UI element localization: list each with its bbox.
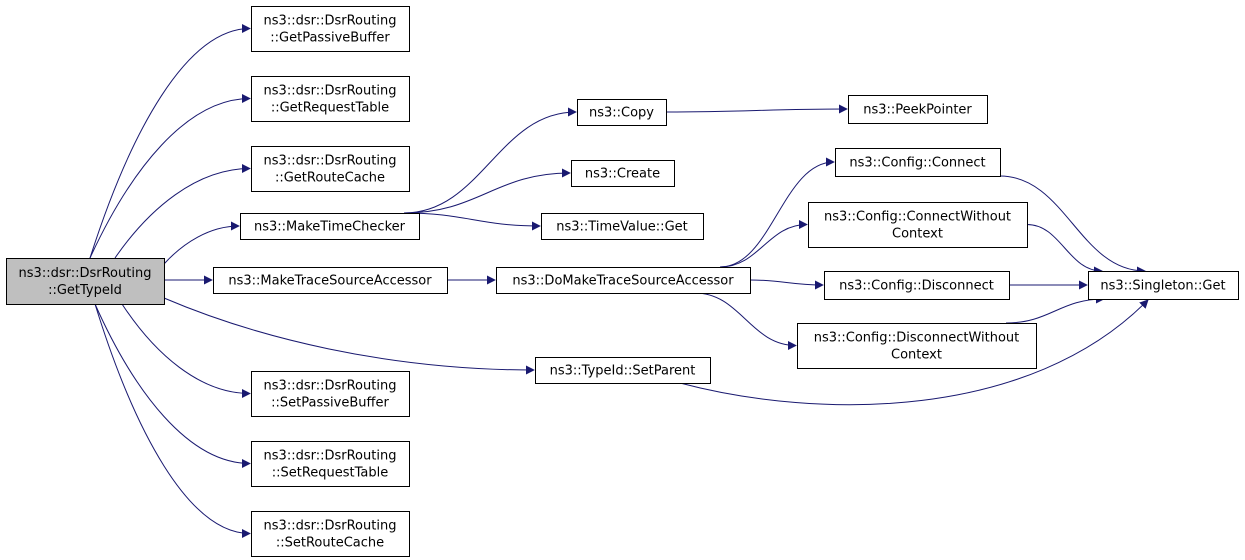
node-peek-pointer[interactable]: ns3::PeekPointer <box>848 95 988 124</box>
node-box <box>1088 271 1239 300</box>
edge-make-time-checker-to-copy <box>403 107 577 214</box>
node-label: Context <box>891 348 942 363</box>
node-label: ::SetRouteCache <box>276 536 384 551</box>
node-config-disconnect[interactable]: ns3::Config::Disconnect <box>824 271 1010 300</box>
node-label: ::SetPassiveBuffer <box>271 396 389 411</box>
edge-root-to-set-request-table <box>94 303 251 468</box>
node-label: ns3::dsr::DsrRouting <box>264 14 397 29</box>
node-box <box>824 271 1010 300</box>
node-box <box>808 202 1028 248</box>
node-label: ns3::TypeId::SetParent <box>550 364 696 379</box>
node-label: ns3::MakeTraceSourceAccessor <box>228 274 432 289</box>
node-label: ns3::dsr::DsrRouting <box>264 84 397 99</box>
node-label: ns3::dsr::DsrRouting <box>264 379 397 394</box>
node-box <box>797 323 1037 369</box>
edge-root-to-get-passive-buffer <box>89 24 251 259</box>
edge-copy-to-peek-pointer <box>665 104 848 114</box>
node-label: Context <box>892 227 943 242</box>
node-box <box>251 371 410 417</box>
edge-make-time-checker-to-time-value-get <box>403 212 541 231</box>
edge-type-id-set-parent-to-singleton-get <box>679 299 1149 406</box>
node-box <box>240 213 420 240</box>
node-box <box>496 267 751 294</box>
node-box <box>571 160 675 187</box>
node-label: ns3::PeekPointer <box>863 103 972 118</box>
node-label: ::GetTypeId <box>48 283 122 298</box>
node-box <box>251 76 410 122</box>
edge-config-connect-without-context-to-singleton-get <box>1026 224 1103 276</box>
edge-do-make-trace-source-accessor-to-config-disconnect-without-context <box>694 292 797 350</box>
node-label: ns3::dsr::DsrRouting <box>264 519 397 534</box>
node-set-route-cache[interactable]: ns3::dsr::DsrRouting::SetRouteCache <box>251 511 410 557</box>
node-box <box>213 267 448 294</box>
node-label: ::GetRequestTable <box>271 101 389 116</box>
node-box <box>835 148 1001 177</box>
edge-root-to-type-id-set-parent <box>163 297 535 375</box>
edge-root-to-get-route-cache <box>114 164 251 259</box>
node-label: ::GetPassiveBuffer <box>270 31 390 46</box>
edge-do-make-trace-source-accessor-to-config-connect <box>719 157 835 268</box>
node-label: ::SetRequestTable <box>272 466 389 481</box>
node-get-request-table[interactable]: ns3::dsr::DsrRouting::GetRequestTable <box>251 76 410 122</box>
node-label: ns3::Config::ConnectWithout <box>824 210 1011 225</box>
node-label: ns3::dsr::DsrRouting <box>264 154 397 169</box>
edge-make-time-checker-to-create <box>403 168 571 214</box>
node-do-make-trace-source-accessor[interactable]: ns3::DoMakeTraceSourceAccessor <box>496 267 751 294</box>
node-box <box>848 95 988 124</box>
node-label: ns3::Create <box>585 167 660 182</box>
node-set-passive-buffer[interactable]: ns3::dsr::DsrRouting::SetPassiveBuffer <box>251 371 410 417</box>
node-label: ns3::Config::Disconnect <box>839 279 994 294</box>
node-config-connect[interactable]: ns3::Config::Connect <box>835 148 1001 177</box>
node-label: ns3::DoMakeTraceSourceAccessor <box>512 274 734 289</box>
node-make-trace-source-accessor[interactable]: ns3::MakeTraceSourceAccessor <box>213 267 448 294</box>
node-label: ns3::dsr::DsrRouting <box>19 266 152 281</box>
node-get-route-cache[interactable]: ns3::dsr::DsrRouting::GetRouteCache <box>251 146 410 192</box>
node-box <box>251 441 410 487</box>
node-box <box>251 6 410 52</box>
node-label: ns3::Config::DisconnectWithout <box>814 331 1020 346</box>
node-copy[interactable]: ns3::Copy <box>577 99 667 126</box>
edge-root-to-make-time-checker <box>163 221 240 265</box>
node-box <box>577 99 667 126</box>
edge-root-to-set-route-cache <box>94 303 251 538</box>
edge-config-disconnect-without-context-to-singleton-get <box>1005 294 1105 324</box>
node-box <box>251 146 410 192</box>
node-type-id-set-parent[interactable]: ns3::TypeId::SetParent <box>535 357 711 384</box>
node-create[interactable]: ns3::Create <box>571 160 675 187</box>
node-box <box>6 258 165 305</box>
node-box <box>541 213 704 240</box>
node-label: ns3::Config::Connect <box>849 156 985 171</box>
node-label: ns3::MakeTimeChecker <box>254 220 406 235</box>
node-make-time-checker[interactable]: ns3::MakeTimeChecker <box>240 213 420 240</box>
node-box <box>535 357 711 384</box>
edge-config-connect-to-singleton-get <box>999 175 1146 276</box>
edge-root-to-set-passive-buffer <box>121 303 251 398</box>
node-box <box>251 511 410 557</box>
node-label: ns3::Copy <box>589 106 654 121</box>
node-get-passive-buffer[interactable]: ns3::dsr::DsrRouting::GetPassiveBuffer <box>251 6 410 52</box>
node-root[interactable]: ns3::dsr::DsrRouting::GetTypeId <box>6 258 165 305</box>
node-label: ns3::Singleton::Get <box>1100 279 1225 294</box>
node-label: ::GetRouteCache <box>275 171 385 186</box>
node-label: ns3::TimeValue::Get <box>556 220 688 235</box>
node-label: ns3::dsr::DsrRouting <box>264 449 397 464</box>
node-time-value-get[interactable]: ns3::TimeValue::Get <box>541 213 704 240</box>
edge-do-make-trace-source-accessor-to-config-connect-without-context <box>719 220 808 268</box>
edge-root-to-get-request-table <box>89 94 251 259</box>
edge-do-make-trace-source-accessor-to-config-disconnect <box>749 279 824 290</box>
node-set-request-table[interactable]: ns3::dsr::DsrRouting::SetRequestTable <box>251 441 410 487</box>
node-singleton-get[interactable]: ns3::Singleton::Get <box>1088 271 1239 300</box>
